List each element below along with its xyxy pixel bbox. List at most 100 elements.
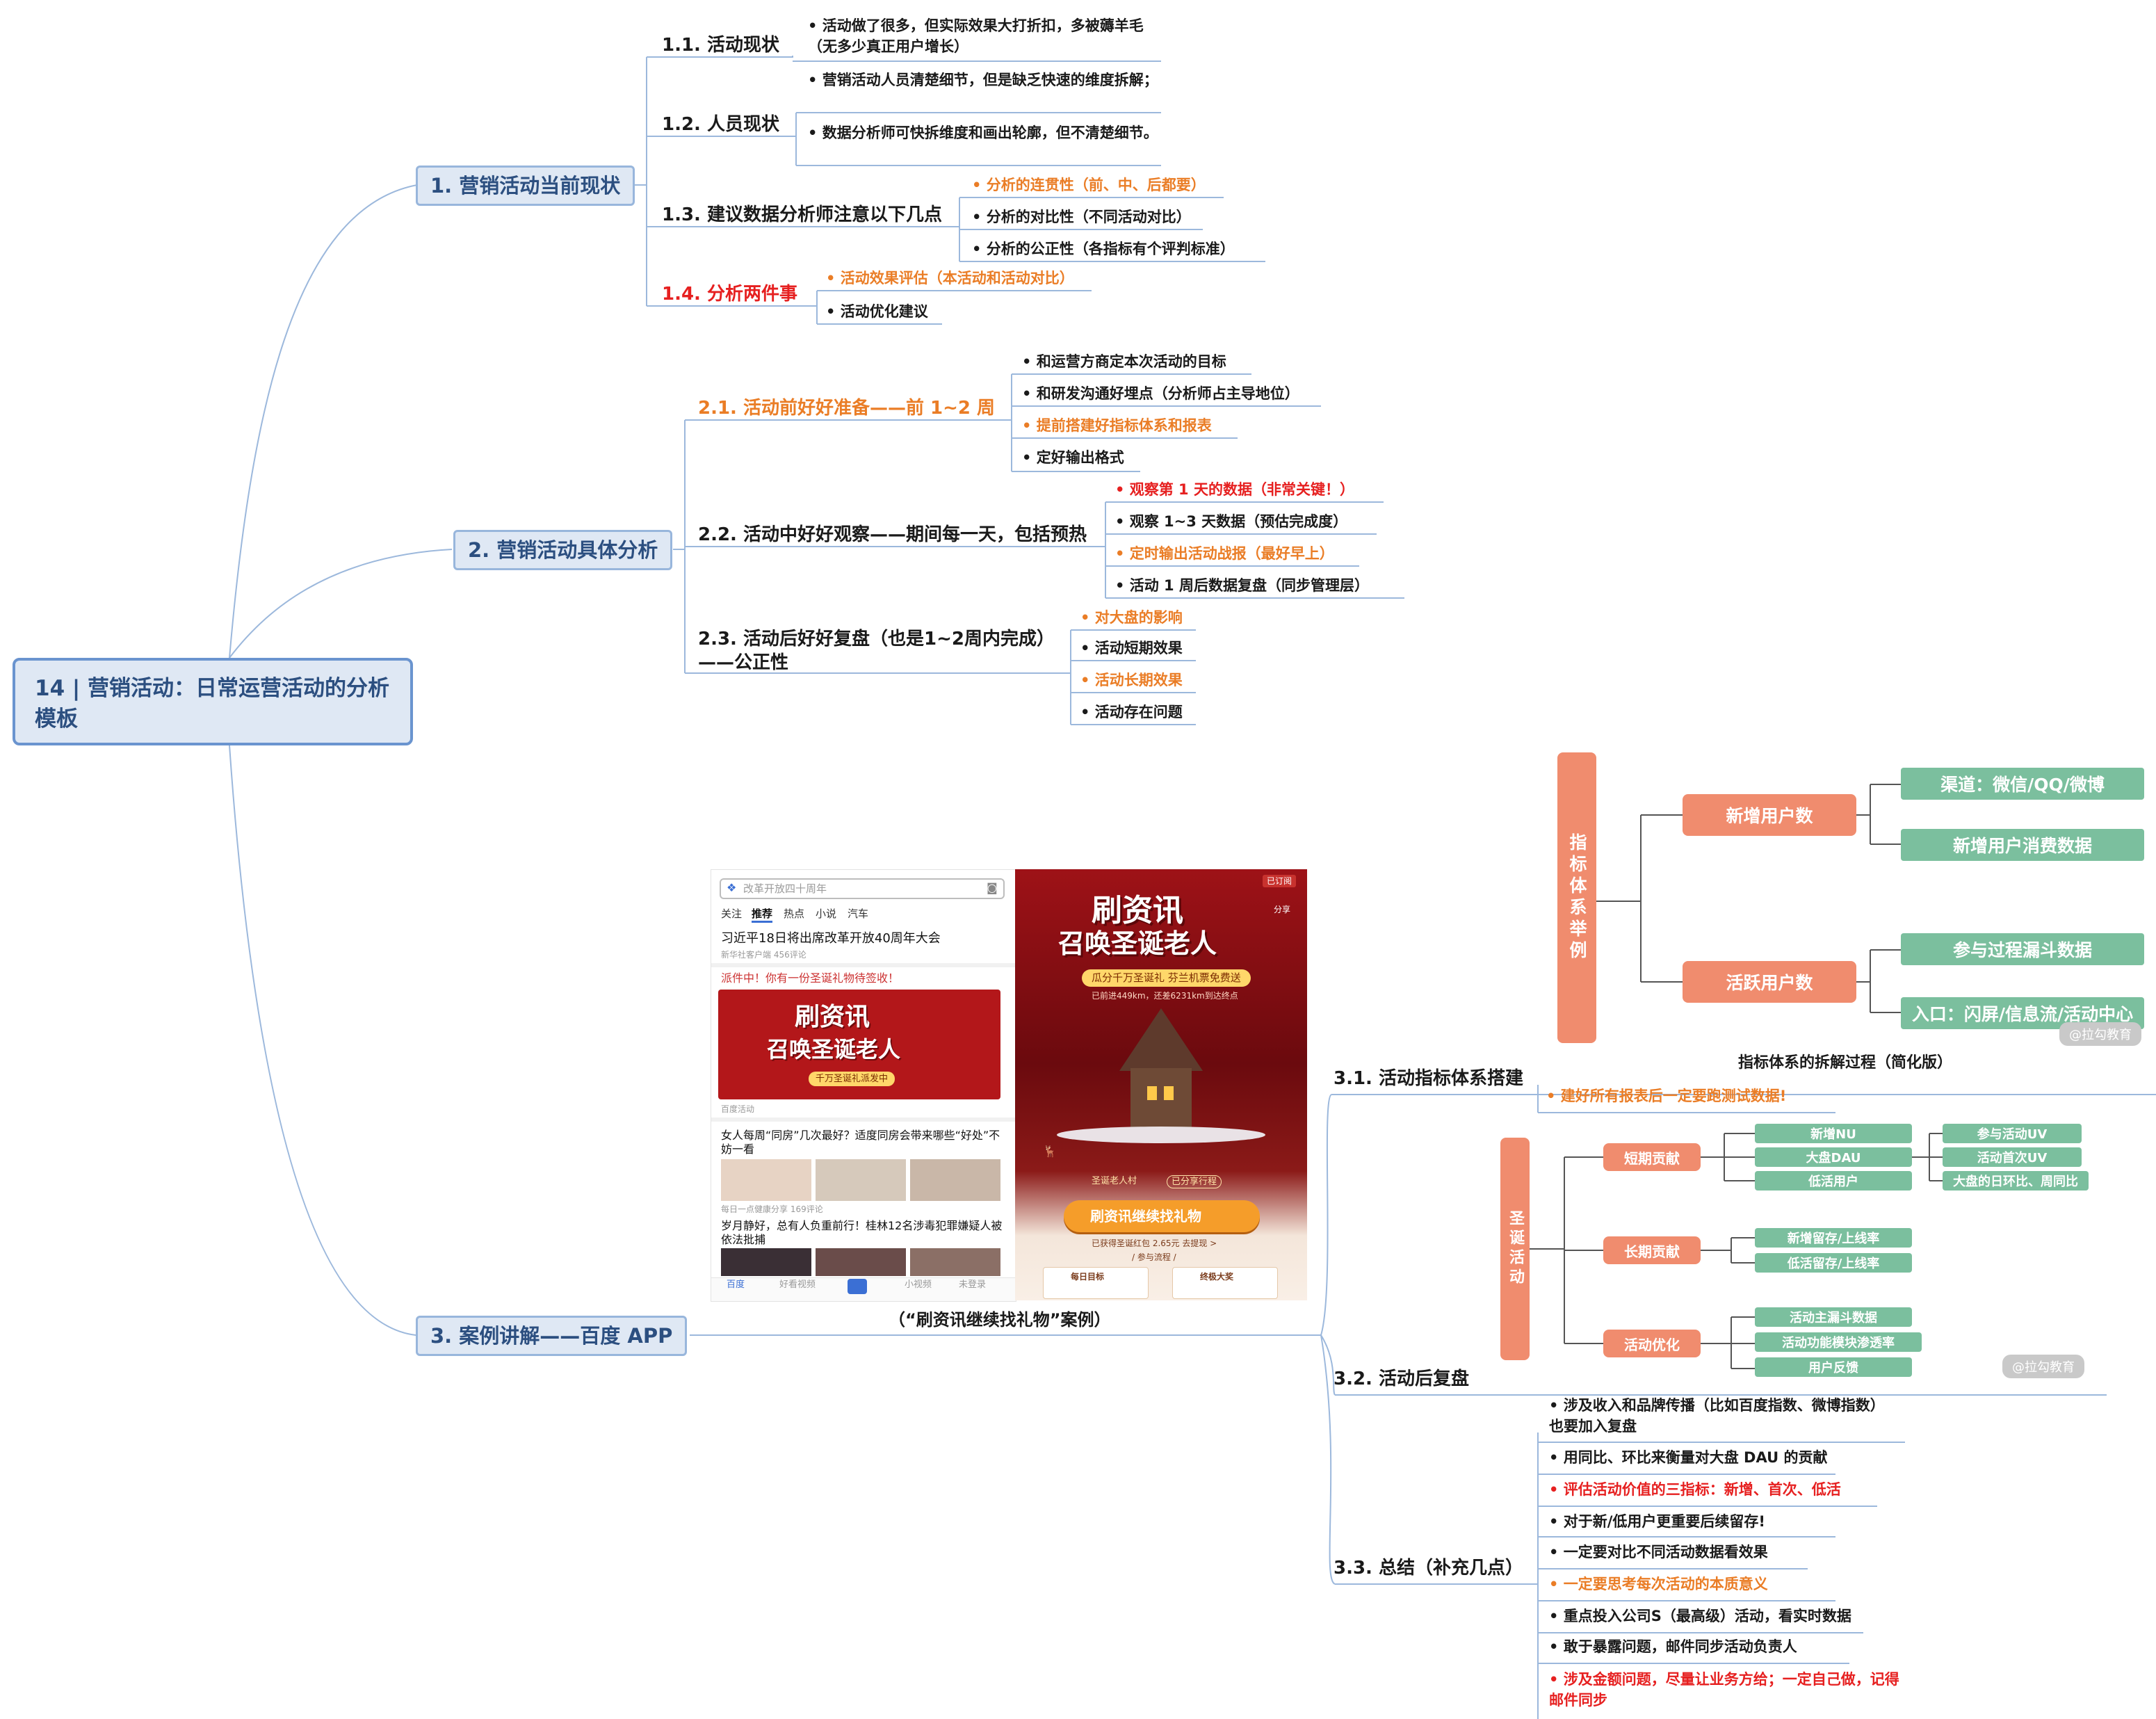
tab-recommend[interactable]: 推荐 <box>752 909 773 923</box>
santa-village-label: 圣诞老人村 <box>1092 1176 1137 1186</box>
leaf-3-3-3[interactable]: • 评估活动价值的三指标：新增、首次、低活 <box>1549 1481 1841 1498</box>
case-caption: （“刷资讯继续找礼物”案例） <box>889 1310 1111 1330</box>
indicator-leaf-funnel: 参与过程漏斗数据 <box>1901 933 2144 965</box>
santa-sleigh-icon: 🦌 <box>1043 1145 1057 1158</box>
review-short-low: 低活用户 <box>1755 1171 1912 1191</box>
red-packet-info[interactable]: 已获得圣诞红包 2.65元 去提现 > <box>1092 1238 1217 1248</box>
search-input[interactable]: 改革开放四十周年 <box>743 882 827 895</box>
topic-1-4[interactable]: 1.4. 分析两件事 <box>662 284 797 305</box>
branch-2-topic[interactable]: 2. 营销活动具体分析 <box>453 530 673 570</box>
shared-trip-label: 已分享行程 <box>1167 1175 1222 1188</box>
leaf-1-1-1[interactable]: • 活动做了很多，但实际效果大打折扣，多被薅羊毛（无多少真正用户增长） <box>808 17 1144 55</box>
indicator-root-box: 指标体系举例 <box>1557 752 1596 1043</box>
topic-2-1[interactable]: 2.1. 活动前好好准备——前 1~2 周 <box>698 398 996 419</box>
leaf-2-1-3[interactable]: • 提前搭建好指标体系和报表 <box>1022 417 1212 434</box>
tab-car[interactable]: 汽车 <box>848 907 869 920</box>
leaf-2-3-1[interactable]: • 对大盘的影响 <box>1080 609 1183 626</box>
indicator-leaf-entry: 入口：闪屏/信息流/活动中心 <box>1901 997 2144 1029</box>
topic-3-1[interactable]: 3.1. 活动指标体系搭建 <box>1334 1068 1523 1089</box>
leaf-3-3-7[interactable]: • 重点投入公司S（最高级）活动，看实时数据 <box>1549 1608 1851 1624</box>
step-grand-prize[interactable] <box>1172 1267 1278 1299</box>
leaf-2-3-2[interactable]: • 活动短期效果 <box>1080 640 1183 656</box>
review-detail-dau-ratio: 大盘的日环比、周同比 <box>1943 1171 2089 1191</box>
leaf-2-1-4[interactable]: • 定好输出格式 <box>1022 449 1124 466</box>
leaf-3-3-8[interactable]: • 敢于暴露问题，邮件同步活动负责人 <box>1549 1638 1797 1655</box>
phone-screenshot-feed: ❖ 改革开放四十周年 ◙ 关注 推荐 热点 小说 汽车 习近平18日将出席改革开… <box>711 869 1016 1302</box>
continue-find-gift-label: 刷资讯继续找礼物 <box>1090 1208 1201 1225</box>
camera-icon[interactable]: ◙ <box>987 881 998 894</box>
tab-novel[interactable]: 小说 <box>816 907 837 920</box>
leaf-3-3-9[interactable]: • 涉及金额问题，尽量让业务方给；一定自己做，记得邮件同步 <box>1549 1671 1899 1709</box>
review-root-box: 圣诞活动 <box>1500 1138 1530 1360</box>
nav-voice-button[interactable] <box>848 1279 867 1294</box>
root-topic[interactable]: 14 | 营销活动：日常运营活动的分析模板 <box>13 658 413 745</box>
review-short-term: 短期贡献 <box>1603 1143 1701 1171</box>
nav-short-video[interactable]: 小视频 <box>905 1280 932 1290</box>
watermark-2: @拉勾教育 <box>2002 1355 2084 1378</box>
news-item-1-meta: 新华社客户端 456评论 <box>721 950 807 960</box>
news-2-thumb-3 <box>910 1159 1000 1201</box>
leaf-2-1-1[interactable]: • 和运营方商定本次活动的目标 <box>1022 353 1226 370</box>
baidu-paw-icon: ❖ <box>727 881 737 894</box>
indicator-active-users: 活跃用户数 <box>1683 961 1856 1003</box>
leaf-2-2-3[interactable]: • 定时输出活动战报（最好早上） <box>1115 545 1334 562</box>
leaf-2-3-3[interactable]: • 活动长期效果 <box>1080 672 1183 688</box>
topic-1-3[interactable]: 1.3. 建议数据分析师注意以下几点 <box>662 204 942 225</box>
topic-2-2[interactable]: 2.2. 活动中好好观察——期间每一天，包括预热 <box>698 524 1087 545</box>
leaf-3-3-2[interactable]: • 用同比、环比来衡量对大盘 DAU 的贡献 <box>1549 1449 1828 1466</box>
news-item-3[interactable]: 岁月静好，总有人负重前行！桂林12名涉毒犯罪嫌疑人被依法批捕 <box>721 1219 1003 1246</box>
leaf-1-2-1[interactable]: • 营销活动人员清楚细节，但是缺乏快速的维度拆解； <box>808 72 1158 88</box>
review-long-low: 低活留存/上线率 <box>1755 1253 1912 1273</box>
leaf-2-2-2[interactable]: • 观察 1~3 天数据（预估完成度） <box>1115 513 1348 530</box>
leaf-2-3-4[interactable]: • 活动存在问题 <box>1080 704 1183 720</box>
review-short-nu: 新增NU <box>1755 1124 1912 1143</box>
flow-heading: / 参与流程 / <box>1132 1252 1176 1262</box>
news-item-2[interactable]: 女人每周“同房”几次最好？适度同房会带来哪些“好处”不妨一看 <box>721 1129 1000 1156</box>
banner-image[interactable]: 刷资讯 召唤圣诞老人 千万圣诞礼派发中 <box>718 990 1000 1099</box>
nav-home[interactable]: 百度 <box>727 1280 745 1290</box>
leaf-1-3-1[interactable]: • 分析的连贯性（前、中、后都要） <box>972 177 1206 193</box>
share-button[interactable]: 分享 <box>1274 905 1291 914</box>
indicator-leaf-consume: 新增用户消费数据 <box>1901 829 2144 861</box>
review-detail-uv: 参与活动UV <box>1943 1124 2082 1143</box>
leaf-2-1-2[interactable]: • 和研发沟通好埋点（分析师占主导地位） <box>1022 385 1299 402</box>
indicator-new-users: 新增用户数 <box>1683 794 1856 836</box>
branch-1-topic[interactable]: 1. 营销活动当前现状 <box>416 166 635 206</box>
leaf-1-3-3[interactable]: • 分析的公正性（各指标有个评判标准） <box>972 241 1235 257</box>
topic-1-1[interactable]: 1.1. 活动现状 <box>662 35 779 56</box>
branch-3-topic[interactable]: 3. 案例讲解——百度 APP <box>416 1316 688 1356</box>
leaf-3-1-1[interactable]: • 建好所有报表后一定要跑测试数据! <box>1546 1088 1787 1104</box>
nav-profile[interactable]: 未登录 <box>959 1280 987 1290</box>
leaf-1-4-1[interactable]: • 活动效果评估（本活动和活动对比） <box>826 270 1074 286</box>
leaf-2-2-4[interactable]: • 活动 1 周后数据复盘（同步管理层） <box>1115 577 1369 594</box>
tab-hot[interactable]: 热点 <box>784 907 805 920</box>
news-item-2-meta: 每日一点健康分享 169评论 <box>721 1204 823 1214</box>
continue-find-gift-button[interactable] <box>1064 1200 1260 1232</box>
leaf-1-2-2[interactable]: • 数据分析师可快拆维度和画出轮廓，但不清楚细节。 <box>808 124 1158 141</box>
topic-3-3[interactable]: 3.3. 总结（补充几点） <box>1334 1558 1523 1579</box>
topic-3-2[interactable]: 3.2. 活动后复盘 <box>1334 1369 1469 1389</box>
leaf-3-3-6[interactable]: • 一定要思考每次活动的本质意义 <box>1549 1576 1768 1592</box>
review-detail-first-uv: 活动首次UV <box>1943 1147 2082 1167</box>
review-optimize: 活动优化 <box>1603 1330 1701 1357</box>
banner-headline[interactable]: 派件中！你有一份圣诞礼物待签收！ <box>721 971 900 985</box>
topic-2-3[interactable]: 2.3. 活动后好好复盘（也是1~2周内完成）——公正性 <box>698 629 1046 673</box>
review-opt-funnel: 活动主漏斗数据 <box>1755 1307 1912 1327</box>
leaf-1-4-2[interactable]: • 活动优化建议 <box>826 303 928 320</box>
watermark-1: @拉勾教育 <box>2059 1022 2141 1046</box>
news-item-1[interactable]: 习近平18日将出席改革开放40周年大会 <box>721 931 941 946</box>
step-daily-goal[interactable] <box>1043 1267 1149 1299</box>
activity-title-2: 召唤圣诞老人 <box>1058 928 1217 959</box>
leaf-1-3-2[interactable]: • 分析的对比性（不同活动对比） <box>972 209 1191 225</box>
activity-progress: 已前进449km，还差6231km到达终点 <box>1092 991 1238 1001</box>
leaf-3-3-5[interactable]: • 一定要对比不同活动数据看效果 <box>1549 1544 1768 1560</box>
leaf-2-2-1[interactable]: • 观察第 1 天的数据（非常关键！） <box>1115 481 1354 498</box>
nav-video[interactable]: 好看视频 <box>779 1280 816 1290</box>
leaf-3-3-4[interactable]: • 对于新/低用户更重要后续留存! <box>1549 1513 1765 1530</box>
review-opt-feedback: 用户反馈 <box>1755 1357 1912 1377</box>
topic-1-2[interactable]: 1.2. 人员现状 <box>662 114 779 135</box>
banner-meta: 百度活动 <box>721 1104 755 1114</box>
tab-follow[interactable]: 关注 <box>721 907 743 920</box>
news-2-thumb-1 <box>721 1159 811 1201</box>
leaf-3-3-1[interactable]: • 涉及收入和品牌传播（比如百度指数、微博指数）也要加入复盘 <box>1549 1397 1885 1435</box>
